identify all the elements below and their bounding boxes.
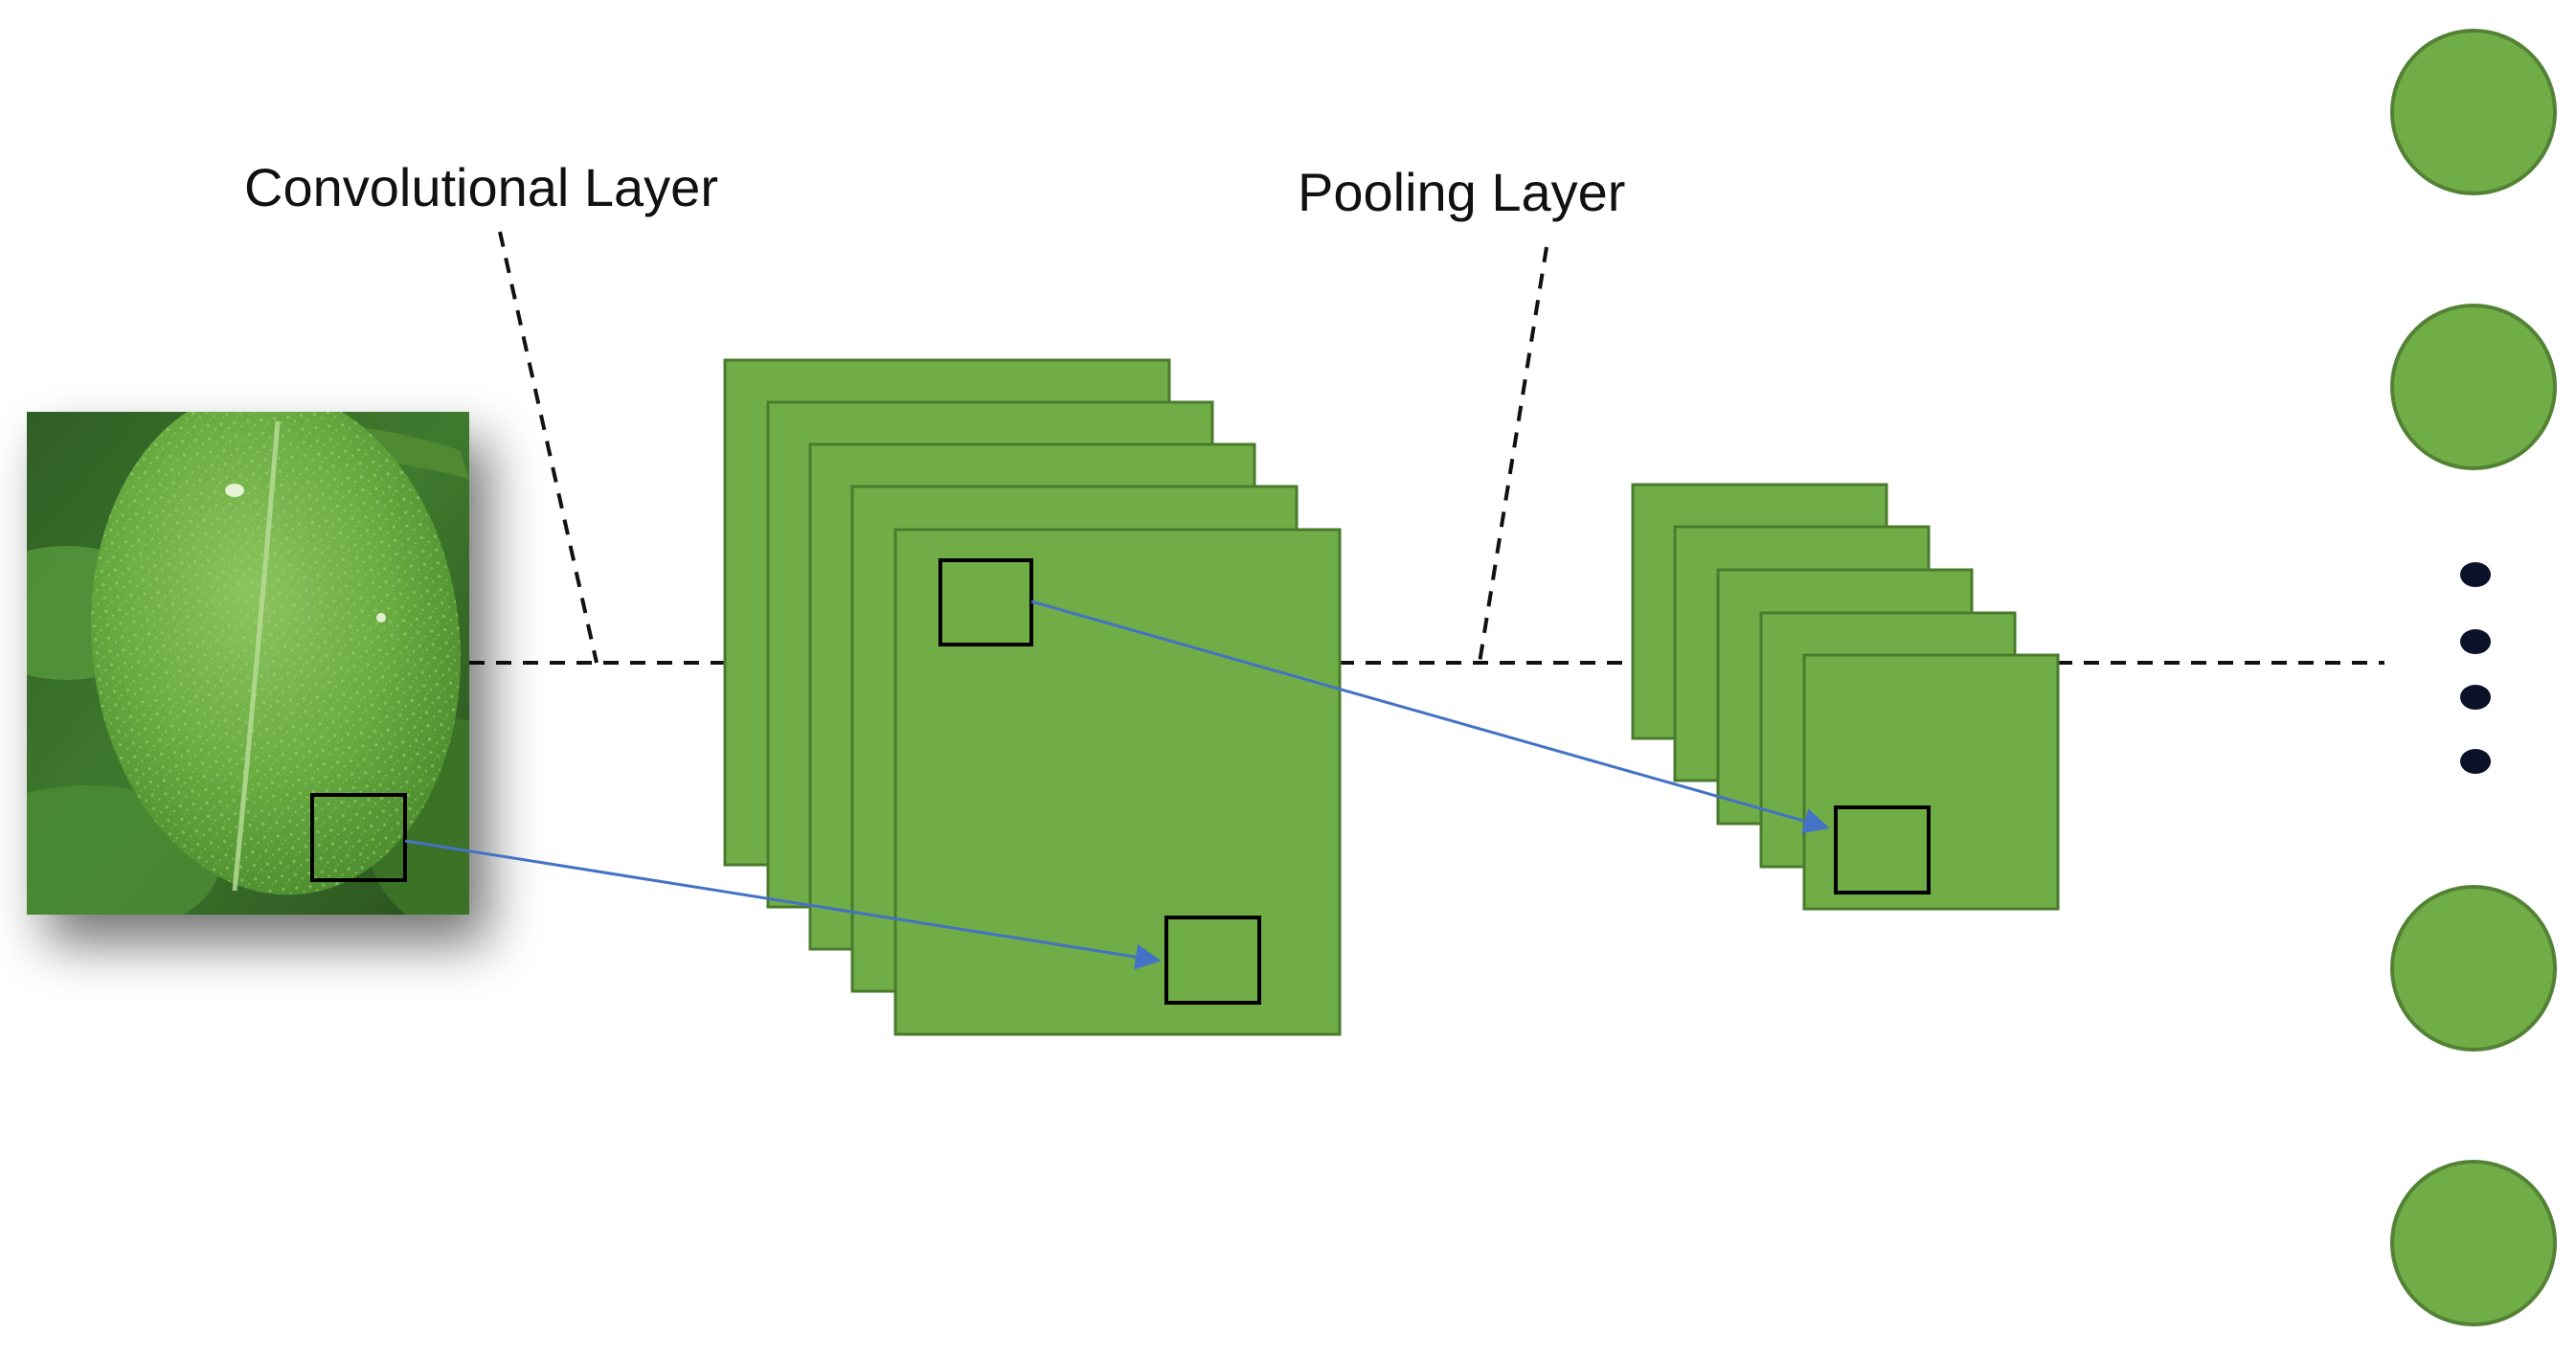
conv-to-pool-arrow [1030, 600, 1830, 834]
pooling-feature-maps [1631, 483, 2060, 911]
output-neuron [2390, 1160, 2557, 1326]
ellipsis-dots-icon [2460, 562, 2491, 774]
convolutional-leader-line [498, 231, 599, 664]
pool-receptive-window [1834, 805, 1931, 895]
output-neuron [2390, 304, 2557, 470]
convolutional-layer-label: Convolutional Layer [244, 157, 718, 217]
pool-feature-map [1802, 653, 2060, 911]
pooling-layer-label: Pooling Layer [1298, 162, 1625, 222]
output-neuron [2390, 29, 2557, 195]
input-leaf-image [27, 412, 469, 915]
input-to-conv-arrow [404, 839, 1162, 970]
pooling-leader-line [1478, 246, 1548, 664]
input-receptive-window [310, 793, 407, 882]
conv-receptive-window-bottom [1164, 916, 1261, 1005]
conv-feature-map [893, 528, 1342, 1036]
convolutional-feature-maps [723, 358, 1342, 1036]
output-neuron [2390, 885, 2557, 1052]
output-neurons [2390, 29, 2557, 1326]
